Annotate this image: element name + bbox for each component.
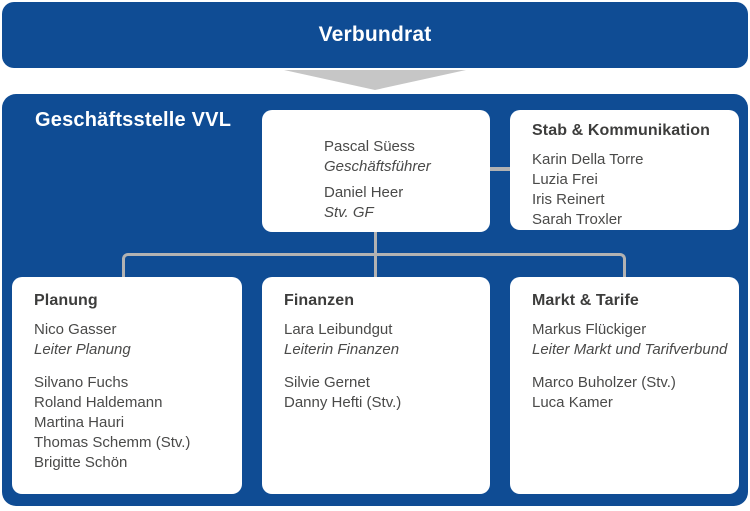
verbundrat-banner: Verbundrat	[2, 2, 748, 68]
person-name: Daniel Heer	[324, 184, 404, 201]
person-name: Lara Leibundgut	[284, 321, 393, 338]
person-role: Geschäftsführer	[324, 158, 431, 175]
person-name: Silvano Fuchs	[34, 374, 129, 391]
down-arrow-icon	[284, 70, 466, 90]
markt-tarife-box: Markt & Tarife Markus Flückiger Leiter M…	[510, 277, 739, 494]
connector-departments-frame	[122, 253, 626, 280]
person-name: Nico Gasser	[34, 321, 117, 338]
person-name: Silvie Gernet	[284, 374, 370, 391]
person-name: Sarah Troxler	[532, 211, 623, 228]
person-name: Pascal Süess	[324, 138, 415, 155]
person-name: Brigitte Schön	[34, 454, 128, 471]
person-role: Stv. GF	[324, 204, 374, 221]
container-label: Geschäftsstelle VVL	[35, 109, 232, 131]
person-name: Markus Flückiger	[532, 321, 647, 338]
person-name: Iris Reinert	[532, 191, 605, 208]
spacer	[284, 360, 490, 373]
person-role: Leiter Markt und Tarifverbund	[532, 341, 728, 358]
box-title: Planung	[34, 292, 98, 309]
finanzen-box: Finanzen Lara Leibundgut Leiterin Finanz…	[262, 277, 490, 494]
geschaeftsstelle-container: Geschäftsstelle VVL Pascal Süess Geschäf…	[2, 94, 748, 506]
spacer	[34, 360, 242, 373]
person-name: Marco Buholzer (Stv.)	[532, 374, 676, 391]
person-role: Leiter Planung	[34, 341, 131, 358]
box-title: Markt & Tarife	[532, 292, 639, 309]
person-name: Karin Della Torre	[532, 151, 644, 168]
person-role: Leiterin Finanzen	[284, 341, 400, 358]
connector-management-stab	[488, 167, 512, 171]
stab-kommunikation-box: Stab & Kommunikation Karin Della Torre L…	[510, 110, 739, 230]
banner-title: Verbundrat	[318, 23, 432, 46]
box-title: Finanzen	[284, 292, 355, 309]
planung-box: Planung Nico Gasser Leiter Planung Silva…	[12, 277, 242, 494]
person-name: Roland Haldemann	[34, 394, 163, 411]
person-name: Martina Hauri	[34, 414, 125, 431]
box-title: Stab & Kommunikation	[532, 122, 711, 139]
person-name: Danny Hefti (Stv.)	[284, 394, 402, 411]
person-name: Luzia Frei	[532, 171, 598, 188]
management-box: Pascal Süess Geschäftsführer Daniel Heer…	[262, 110, 490, 232]
person-name: Luca Kamer	[532, 394, 613, 411]
person-name: Thomas Schemm (Stv.)	[34, 434, 191, 451]
spacer	[532, 360, 739, 373]
